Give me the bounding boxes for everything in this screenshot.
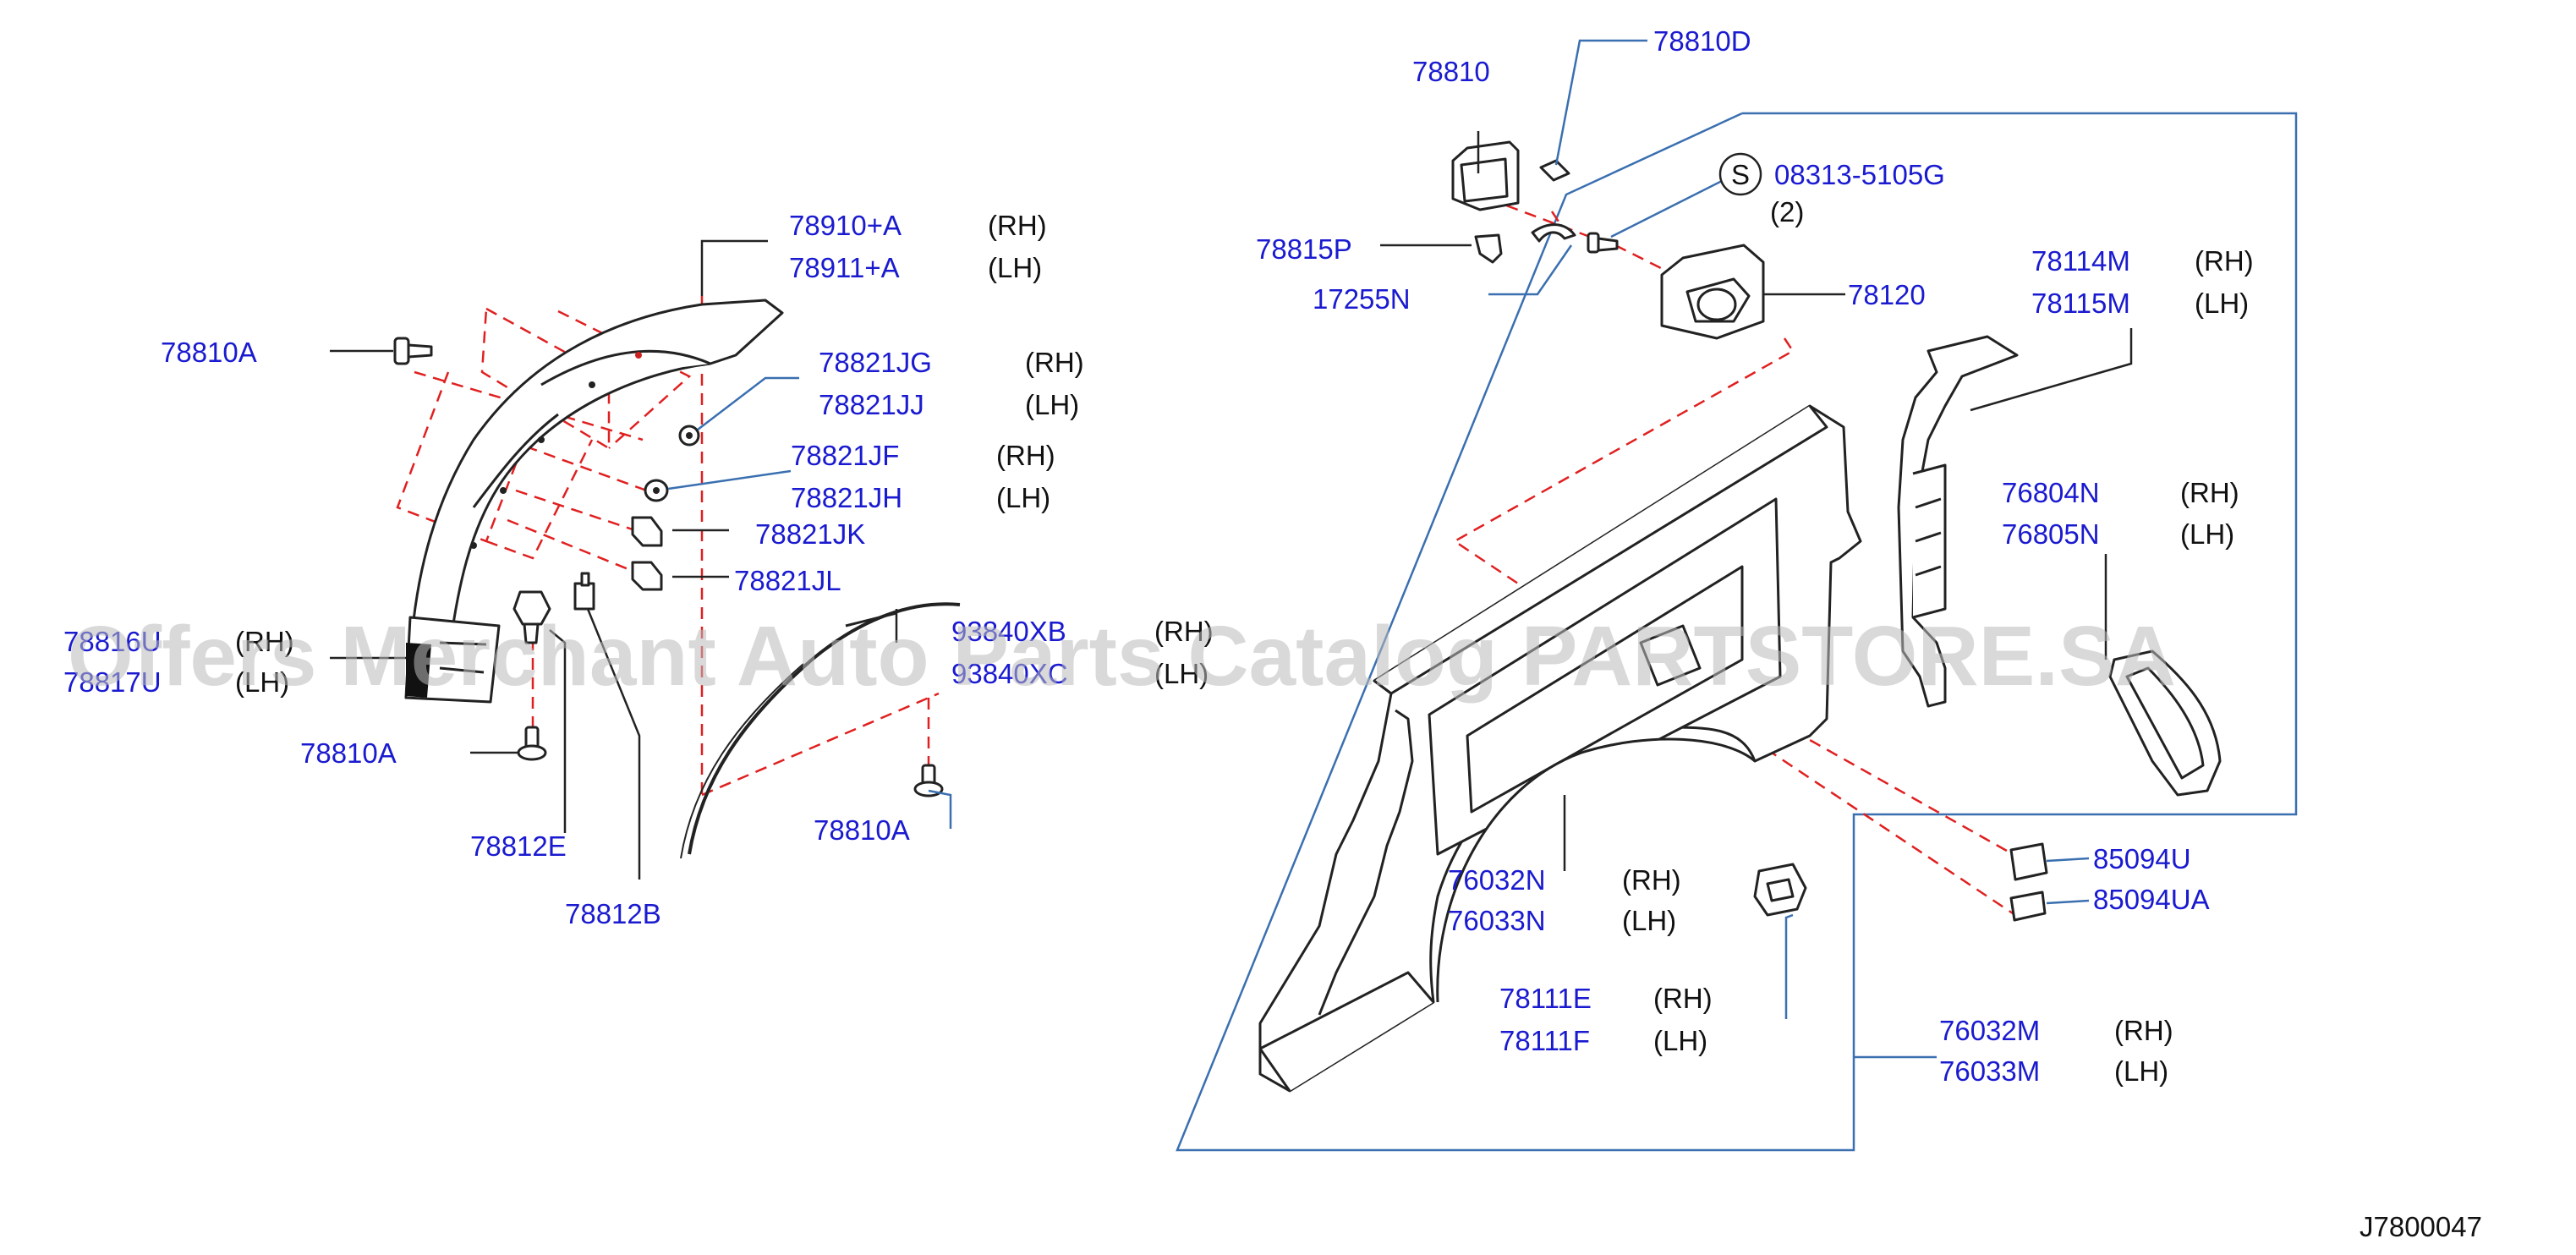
label-78821jg[interactable]: 78821JG — [819, 347, 932, 378]
label-78120[interactable]: 78120 — [1848, 279, 1926, 310]
splash-shield-part[interactable] — [680, 602, 961, 859]
fuel-lid-spring-78810d-part[interactable] — [1539, 159, 1570, 182]
label-78815p[interactable]: 78815P — [1256, 233, 1352, 265]
label-78816u[interactable]: 78816U — [63, 626, 162, 657]
label-78821jf-side: (RH) — [996, 440, 1055, 471]
label-78821jf[interactable]: 78821JF — [791, 440, 899, 471]
label-08313-5105g[interactable]: 08313-5105G — [1774, 159, 1945, 190]
watermark: Offers Merchant Auto Parts Catalog PARTS… — [68, 609, 2176, 704]
label-76032m-side: (RH) — [2114, 1015, 2173, 1046]
label-76032n-side: (RH) — [1622, 864, 1681, 896]
label-78910a[interactable]: 78910+A — [789, 210, 902, 241]
clip-78821jf-part[interactable] — [644, 479, 669, 502]
label-qty-2: (2) — [1770, 196, 1804, 227]
label-78812e[interactable]: 78812E — [470, 830, 567, 862]
label-78810[interactable]: 78810 — [1412, 56, 1490, 87]
dashed-assembly-lines — [396, 197, 2014, 915]
bolt-part[interactable] — [393, 337, 433, 365]
pillar-trim-78114m-part[interactable] — [1897, 335, 2019, 708]
label-78821jk[interactable]: 78821JK — [755, 518, 865, 550]
blue-leader-lines — [667, 39, 2090, 1059]
label-78111e[interactable]: 78111E — [1499, 983, 1592, 1014]
label-78821jj[interactable]: 78821JJ — [819, 389, 924, 420]
clip-78111e-part[interactable] — [1753, 863, 1807, 917]
label-78115m[interactable]: 78115M — [2031, 288, 2130, 319]
label-76804n[interactable]: 76804N — [2002, 477, 2100, 508]
hinge-17255n-part[interactable] — [1531, 223, 1576, 243]
label-78810d[interactable]: 78810D — [1653, 25, 1751, 57]
fuel-lid-78810-part[interactable] — [1451, 140, 1520, 211]
label-78114m-side: (RH) — [2195, 245, 2254, 277]
label-78810a-right[interactable]: 78810A — [814, 814, 910, 846]
label-76033m[interactable]: 76033M — [1939, 1055, 2040, 1087]
label-78114m[interactable]: 78114M — [2031, 245, 2130, 277]
clip-78812b-part[interactable] — [573, 572, 595, 611]
label-78821jh-side: (LH) — [996, 482, 1050, 513]
label-78821jg-side: (RH) — [1025, 347, 1084, 378]
label-85094u[interactable]: 85094U — [2093, 843, 2191, 874]
label-78115m-side: (LH) — [2195, 288, 2249, 319]
label-78817u[interactable]: 78817U — [63, 666, 162, 698]
label-78821jj-side: (LH) — [1025, 389, 1079, 420]
label-78821jh[interactable]: 78821JH — [791, 482, 902, 513]
label-76033n-side: (LH) — [1622, 905, 1676, 936]
label-76032n[interactable]: 76032N — [1448, 864, 1546, 896]
label-78817u-side: (LH) — [235, 666, 289, 698]
clip-78815p-part[interactable] — [1474, 233, 1503, 264]
label-17255n[interactable]: 17255N — [1313, 283, 1411, 315]
s-badge-circle — [1718, 152, 1762, 196]
label-78111f-side: (LH) — [1653, 1025, 1707, 1056]
leader-lines — [330, 131, 2133, 880]
label-93840xb-side: (RH) — [1154, 616, 1214, 647]
label-76804n-side: (RH) — [2180, 477, 2239, 508]
rear-side-panel-part[interactable] — [1258, 404, 1862, 1093]
label-78111f[interactable]: 78111F — [1499, 1025, 1590, 1056]
label-78821jl[interactable]: 78821JL — [734, 565, 841, 596]
label-85094ua[interactable]: 85094UA — [2093, 884, 2210, 915]
diagram-code: J7800047 — [2360, 1211, 2482, 1242]
label-78911a-side: (LH) — [988, 252, 1042, 283]
label-78910a-side: (RH) — [988, 210, 1047, 241]
label-93840xb[interactable]: 93840XB — [951, 616, 1066, 647]
filler-pocket-78120-part[interactable] — [1660, 244, 1765, 340]
group-outline-box — [1176, 112, 2298, 1152]
part-labels: 78810D 78810 78815P 17255N 08313-5105G (… — [63, 25, 2254, 1087]
label-78911a[interactable]: 78911+A — [789, 252, 900, 283]
bolt-78810a-lower-part[interactable] — [517, 726, 547, 761]
screw-08313-part[interactable] — [1587, 232, 1619, 254]
mud-flap-part[interactable] — [404, 616, 501, 704]
pad-85094u-part[interactable] — [2009, 842, 2048, 881]
pillar-trim-76804n-part[interactable] — [2108, 649, 2222, 797]
s-badge: S — [1731, 159, 1750, 190]
label-93840xc-side: (LH) — [1154, 658, 1209, 689]
clip-78821jk-part[interactable] — [631, 516, 663, 547]
label-78812b[interactable]: 78812B — [565, 898, 661, 929]
label-78810a-lower[interactable]: 78810A — [300, 737, 397, 769]
clip-78821jl-part[interactable] — [631, 561, 663, 591]
label-76033n[interactable]: 76033N — [1448, 905, 1546, 936]
label-76033m-side: (LH) — [2114, 1055, 2168, 1087]
label-76805n[interactable]: 76805N — [2002, 518, 2100, 550]
pad-85094ua-part[interactable] — [2009, 891, 2047, 922]
clip-78821jg-part[interactable] — [678, 425, 700, 447]
label-93840xc[interactable]: 93840XC — [951, 658, 1068, 689]
label-78111e-side: (RH) — [1653, 983, 1713, 1014]
label-78810a-top[interactable]: 78810A — [161, 337, 257, 368]
label-76032m[interactable]: 76032M — [1939, 1015, 2040, 1046]
retainer-78812e-part[interactable] — [512, 590, 551, 644]
label-76805n-side: (LH) — [2180, 518, 2234, 550]
label-78816u-side: (RH) — [235, 626, 294, 657]
